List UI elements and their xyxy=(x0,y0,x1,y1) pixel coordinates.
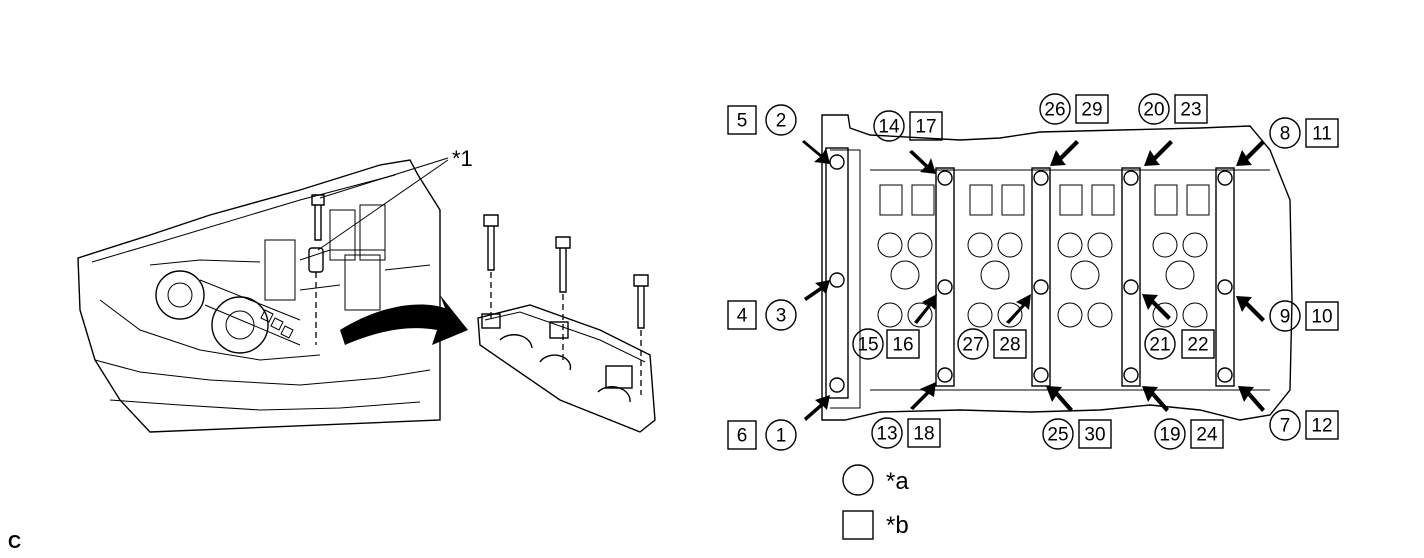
svg-text:13: 13 xyxy=(876,424,897,445)
circle-marker xyxy=(765,299,797,331)
svg-text:16: 16 xyxy=(892,335,913,356)
marker-pair: 21 22 xyxy=(1144,328,1215,360)
svg-text:22: 22 xyxy=(1187,335,1208,356)
svg-text:30: 30 xyxy=(1084,425,1105,446)
svg-text:1: 1 xyxy=(776,426,787,447)
square-marker xyxy=(907,418,941,448)
marker-pair: 13 18 xyxy=(871,417,941,449)
square-marker xyxy=(1305,301,1339,331)
svg-text:18: 18 xyxy=(913,424,934,445)
square-marker xyxy=(1181,329,1215,359)
svg-text:9: 9 xyxy=(1280,307,1291,328)
square-marker xyxy=(909,111,943,141)
square-marker xyxy=(1078,419,1112,449)
circle-marker xyxy=(1144,328,1176,360)
square-marker xyxy=(727,105,757,135)
svg-text:4: 4 xyxy=(737,306,748,327)
removal-arrow xyxy=(340,295,468,345)
marker-pair: 6 1 xyxy=(727,419,797,451)
circle-marker xyxy=(1039,93,1071,125)
marker-pair: 19 24 xyxy=(1154,418,1224,450)
marker-pair: 14 17 xyxy=(873,110,943,142)
svg-text:3: 3 xyxy=(776,306,787,327)
svg-text:23: 23 xyxy=(1180,100,1201,121)
svg-text:15: 15 xyxy=(857,335,878,356)
svg-text:28: 28 xyxy=(999,335,1020,356)
square-marker xyxy=(1305,118,1339,148)
marker-pair: 4 3 xyxy=(727,299,797,331)
svg-text:19: 19 xyxy=(1159,425,1180,446)
cylinder-head-top-view xyxy=(821,114,1293,421)
svg-text:7: 7 xyxy=(1280,416,1291,437)
legend-circle-symbol xyxy=(842,464,874,496)
svg-text:17: 17 xyxy=(915,117,936,138)
svg-text:8: 8 xyxy=(1280,124,1291,145)
engine-head-illustration xyxy=(77,157,449,433)
circle-marker xyxy=(1154,418,1186,450)
legend-square-label: *b xyxy=(886,512,909,539)
circle-marker xyxy=(1269,409,1301,441)
square-marker xyxy=(1174,94,1208,124)
legend-square-symbol xyxy=(842,510,874,540)
svg-text:2: 2 xyxy=(776,111,787,132)
circle-marker xyxy=(957,328,989,360)
svg-text:6: 6 xyxy=(737,426,748,447)
square-marker xyxy=(727,420,757,450)
square-marker xyxy=(1190,419,1224,449)
marker-pair: 15 16 xyxy=(852,328,920,360)
svg-text:10: 10 xyxy=(1311,307,1332,328)
svg-text:24: 24 xyxy=(1196,425,1218,446)
circle-marker xyxy=(871,417,903,449)
circle-marker xyxy=(765,104,797,136)
circle-marker xyxy=(765,419,797,451)
svg-text:21: 21 xyxy=(1149,335,1170,356)
torque-arrows xyxy=(802,140,1265,421)
figure-code: C xyxy=(8,532,21,552)
marker-pair: 27 28 xyxy=(957,328,1027,360)
svg-text:11: 11 xyxy=(1312,124,1332,145)
square-marker xyxy=(993,329,1027,359)
camshaft-housing-part xyxy=(477,214,656,433)
circle-marker xyxy=(1042,418,1074,450)
marker-pair: 5 2 xyxy=(727,104,797,136)
svg-text:29: 29 xyxy=(1081,100,1102,121)
circle-marker xyxy=(1269,117,1301,149)
svg-text:5: 5 xyxy=(737,111,748,132)
svg-text:26: 26 xyxy=(1044,100,1065,121)
legend: *a *b xyxy=(842,464,909,540)
svg-text:20: 20 xyxy=(1143,100,1164,121)
circle-marker xyxy=(1138,93,1170,125)
svg-text:14: 14 xyxy=(878,117,900,138)
square-marker xyxy=(1305,410,1339,440)
marker-pair: 9 10 xyxy=(1269,300,1339,332)
svg-text:12: 12 xyxy=(1311,416,1332,437)
legend-circle-label: *a xyxy=(886,468,909,495)
svg-text:25: 25 xyxy=(1047,425,1068,446)
marker-pair: 25 30 xyxy=(1042,418,1112,450)
circle-marker xyxy=(1269,300,1301,332)
marker-pair: 8 11 xyxy=(1269,117,1339,149)
marker-pair: 7 12 xyxy=(1269,409,1339,441)
square-marker xyxy=(1075,94,1109,124)
marker-pair: 26 29 xyxy=(1039,93,1109,125)
circle-marker xyxy=(873,110,905,142)
svg-text:27: 27 xyxy=(962,335,983,356)
square-marker xyxy=(727,300,757,330)
square-marker xyxy=(886,329,920,359)
marker-pair: 20 23 xyxy=(1138,93,1208,125)
circle-marker xyxy=(852,328,884,360)
callout-star-1: *1 xyxy=(452,146,473,171)
